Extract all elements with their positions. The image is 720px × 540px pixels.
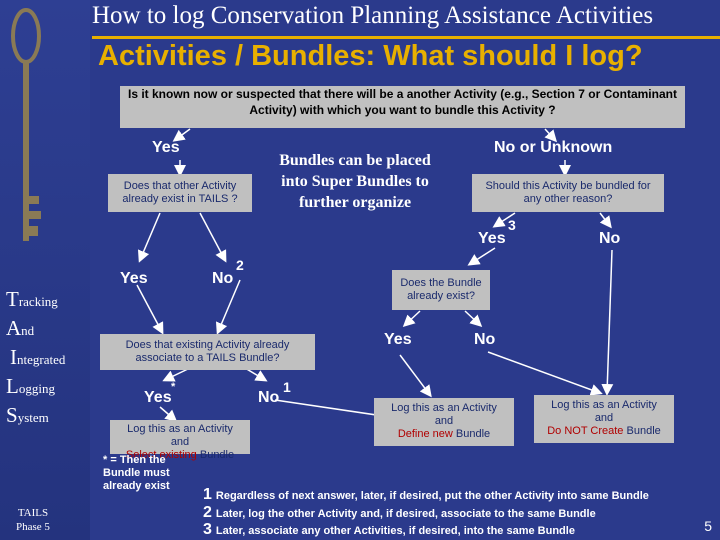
label-no-right: No	[599, 230, 621, 247]
label-yes-star: Yes	[144, 389, 172, 406]
key-icon	[11, 8, 41, 241]
label-yes-3: Yes	[478, 230, 506, 247]
label-yes-top: Yes	[152, 139, 180, 156]
star-marker: *	[171, 381, 176, 393]
phase-line1: TAILS	[17, 507, 49, 519]
bundle-exists-question: Does the Bundle already exist?	[392, 270, 490, 310]
log-box-line2: and	[170, 436, 190, 448]
slide-heading: Activities / Bundles: What should I log?	[98, 40, 643, 72]
log-box-line1: Log this as an Activity	[551, 399, 657, 411]
acronym-logging: Logging	[6, 374, 55, 398]
acronym-system: System	[6, 403, 49, 427]
footnote-ref-2: 2	[236, 257, 244, 273]
footnote-ref-1: 1	[283, 379, 291, 395]
acronym-integrated: Integrated	[10, 345, 66, 369]
activity-associated-question: Does that existing Activity already asso…	[100, 334, 315, 370]
other-activity-exists-question: Does that other Activity already exist i…	[108, 174, 252, 212]
log-define-new-bundle: Log this as an Activity and Define new B…	[374, 398, 514, 446]
label-no-2: No	[212, 270, 234, 287]
page-number: 5	[704, 518, 712, 534]
log-do-not-create-bundle: Log this as an Activity and Do NOT Creat…	[534, 395, 674, 443]
phase-line2: Phase 5	[16, 521, 50, 533]
footnote-ref-3: 3	[508, 217, 516, 233]
acronym-tracking: Tracking	[6, 287, 58, 311]
title-divider	[92, 36, 720, 39]
label-no-1: No	[258, 389, 280, 406]
log-select-existing-bundle: Log this as an Activity and Select exist…	[110, 420, 250, 461]
log-box-tail: Bundle	[455, 428, 491, 440]
label-yes-left: Yes	[120, 270, 148, 287]
log-box-line1: Log this as an Activity	[391, 402, 497, 414]
super-bundle-note: Bundles can be placed into Super Bundles…	[279, 152, 431, 211]
star-footnote: * = Then the Bundle must already exist	[103, 454, 170, 492]
log-box-tail: Bundle	[199, 449, 235, 461]
log-box-action: Do NOT Create	[547, 425, 624, 437]
should-bundle-question: Should this Activity be bundled for any …	[472, 174, 664, 212]
phase-label: TAILS Phase 5	[16, 506, 50, 534]
acronym-and: And	[6, 316, 35, 340]
slide-title: How to log Conservation Planning Assista…	[92, 2, 654, 29]
log-box-line2: and	[594, 412, 614, 424]
log-box-action: Select existing	[125, 449, 197, 461]
log-box-line2: and	[434, 415, 454, 427]
log-box-action: Define new	[397, 428, 453, 440]
left-strip	[0, 0, 90, 540]
bundle-question: Is it known now or suspected that there …	[120, 86, 685, 128]
label-yes-bundle: Yes	[384, 331, 412, 348]
label-no-bundle: No	[474, 331, 496, 348]
log-box-tail: Bundle	[626, 425, 661, 437]
label-no-or-unknown: No or Unknown	[494, 139, 613, 156]
log-box-line1: Log this as an Activity	[127, 423, 233, 435]
